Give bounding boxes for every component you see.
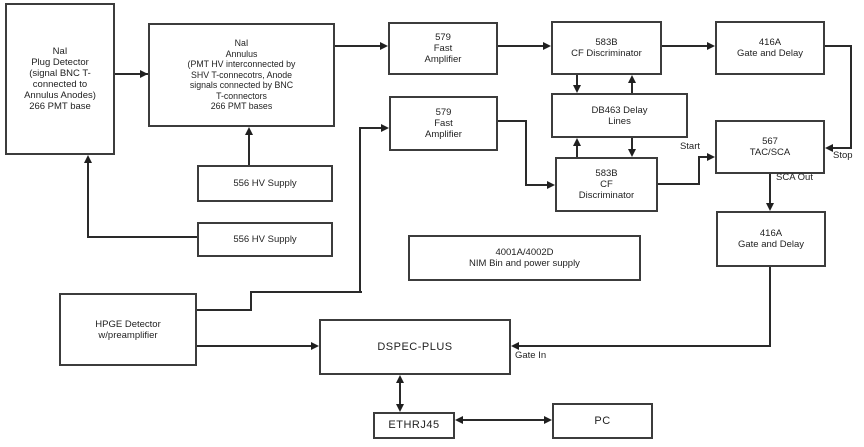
fast-amplifier-2-label: 579 Fast Amplifier bbox=[425, 107, 462, 140]
connector-gatedelay1-stop-h2 bbox=[833, 147, 851, 149]
connector-gatedelay1-stop-v bbox=[850, 45, 852, 149]
connector-hvsupply1-to-annulus bbox=[248, 133, 250, 165]
nai-annulus-label: NaI Annulus (PMT HV interconnected by SH… bbox=[187, 38, 296, 112]
connector-cfdisc2-to-db463 bbox=[576, 146, 578, 157]
connector-hpge-to-fastamp2-v1 bbox=[250, 291, 252, 311]
ethrj45-label: ETHRJ45 bbox=[388, 419, 440, 431]
arrowhead-dspec-to-ethrj45 bbox=[396, 404, 404, 412]
connector-gatedelay2-gatein-v bbox=[769, 267, 771, 347]
connector-gatedelay1-stop-h1 bbox=[825, 45, 852, 47]
pc-label: PC bbox=[594, 414, 611, 427]
box-gate-and-delay-1: 416A Gate and Delay bbox=[715, 21, 825, 75]
cf-discriminator-1-label: 583B CF Discriminator bbox=[571, 37, 642, 59]
fast-amplifier-1-label: 579 Fast Amplifier bbox=[424, 32, 462, 65]
connector-cfdisc1-to-db463 bbox=[576, 75, 578, 86]
arrowhead-tacsca-to-gatedelay2 bbox=[766, 203, 774, 211]
connector-db463-to-cfdisc2 bbox=[631, 138, 633, 150]
connector-tacsca-to-gatedelay2 bbox=[769, 174, 771, 204]
connector-plug-to-annulus bbox=[115, 73, 148, 75]
arrowhead-pc-to-ethrj45 bbox=[455, 416, 463, 424]
arrowhead-gatein-into-dspec bbox=[511, 342, 519, 350]
arrowhead-ethrj45-to-pc bbox=[544, 416, 552, 424]
connector-cfdisc2-start-v bbox=[698, 156, 700, 185]
connector-hpge-to-fastamp2-h3 bbox=[359, 127, 382, 129]
arrowhead-hvsupply1-to-annulus bbox=[245, 127, 253, 135]
box-hv-supply-1: 556 HV Supply bbox=[197, 165, 333, 202]
box-fast-amplifier-2: 579 Fast Amplifier bbox=[389, 96, 498, 151]
box-nim-bin: 4001A/4002D NIM Bin and power supply bbox=[408, 235, 641, 281]
connector-cfdisc2-start-h1 bbox=[658, 183, 700, 185]
arrowhead-start-into-tacsca bbox=[707, 153, 715, 161]
connector-hpge-to-fastamp2-h2 bbox=[250, 291, 362, 293]
arrowhead-stop-into-tacsca bbox=[825, 144, 833, 152]
nai-plug-detector-label: NaI Plug Detector (signal BNC T- connect… bbox=[24, 46, 96, 112]
connector-fastamp1-to-cfdisc1 bbox=[498, 45, 544, 47]
connector-cfdisc1-to-gatedelay1 bbox=[662, 45, 708, 47]
arrowhead-db463-to-cfdisc1 bbox=[628, 75, 636, 83]
nim-bin-label: 4001A/4002D NIM Bin and power supply bbox=[469, 247, 580, 269]
box-ethrj45: ETHRJ45 bbox=[373, 412, 455, 439]
connector-hvsupply2-to-plug-h bbox=[88, 236, 197, 238]
box-cf-discriminator-1: 583B CF Discriminator bbox=[551, 21, 662, 75]
connector-hpge-to-fastamp2-v2 bbox=[359, 127, 361, 293]
arrowhead-cfdisc1-to-db463 bbox=[573, 85, 581, 93]
hv-supply-2-label: 556 HV Supply bbox=[233, 234, 297, 245]
connector-gatedelay2-gatein-h bbox=[519, 345, 771, 347]
box-nai-plug-detector: NaI Plug Detector (signal BNC T- connect… bbox=[5, 3, 115, 155]
gate-and-delay-1-label: 416A Gate and Delay bbox=[736, 37, 803, 59]
arrowhead-fastamp2-to-cfdisc2 bbox=[547, 181, 555, 189]
connector-db463-to-cfdisc1 bbox=[631, 82, 633, 93]
arrowhead-hvsupply2-to-plug bbox=[84, 155, 92, 163]
box-dspec-plus: DSPEC-PLUS bbox=[319, 319, 511, 375]
connector-ethrj45-pc bbox=[463, 419, 545, 421]
dspec-plus-label: DSPEC-PLUS bbox=[377, 340, 453, 353]
hv-supply-1-label: 556 HV Supply bbox=[233, 178, 297, 189]
box-pc: PC bbox=[552, 403, 653, 439]
arrowhead-plug-to-annulus bbox=[140, 70, 148, 78]
connector-fastamp2-to-cfdisc2-v bbox=[525, 120, 527, 186]
box-tac-sca: 567 TAC/SCA bbox=[715, 120, 825, 174]
hpge-detector-label: HPGE Detector w/preamplifier bbox=[95, 318, 161, 341]
arrowhead-hpge-to-dspec bbox=[311, 342, 319, 350]
label-sca-out: SCA Out bbox=[776, 172, 813, 183]
arrowhead-ethrj45-to-dspec bbox=[396, 375, 404, 383]
connector-hpge-to-dspec bbox=[197, 345, 312, 347]
arrowhead-cfdisc1-to-gatedelay1 bbox=[707, 42, 715, 50]
label-stop: Stop bbox=[833, 150, 853, 161]
arrowhead-cfdisc2-to-db463 bbox=[573, 138, 581, 146]
box-cf-discriminator-2: 583B CF Discriminator bbox=[555, 157, 658, 212]
arrowhead-annulus-to-fastamp1 bbox=[380, 42, 388, 50]
tac-sca-label: 567 TAC/SCA bbox=[749, 136, 791, 158]
connector-annulus-to-fastamp1 bbox=[335, 45, 381, 47]
cf-discriminator-2-label: 583B CF Discriminator bbox=[578, 168, 635, 201]
box-nai-annulus: NaI Annulus (PMT HV interconnected by SH… bbox=[148, 23, 335, 127]
box-db463-delay-lines: DB463 Delay Lines bbox=[551, 93, 688, 138]
label-start: Start bbox=[679, 141, 700, 152]
arrowhead-db463-to-cfdisc2 bbox=[628, 149, 636, 157]
box-gate-and-delay-2: 416A Gate and Delay bbox=[716, 211, 826, 267]
box-fast-amplifier-1: 579 Fast Amplifier bbox=[388, 22, 498, 75]
connector-fastamp2-to-cfdisc2-h1 bbox=[498, 120, 527, 122]
connector-fastamp2-to-cfdisc2-h2 bbox=[525, 184, 548, 186]
connector-dspec-ethrj45 bbox=[399, 381, 401, 406]
label-gate-in: Gate In bbox=[515, 350, 547, 361]
db463-delay-lines-label: DB463 Delay Lines bbox=[591, 104, 648, 127]
box-hpge-detector: HPGE Detector w/preamplifier bbox=[59, 293, 197, 366]
connector-hvsupply2-to-plug-v bbox=[87, 161, 89, 238]
arrowhead-fastamp1-to-cfdisc1 bbox=[543, 42, 551, 50]
gate-and-delay-2-label: 416A Gate and Delay bbox=[737, 228, 804, 250]
box-hv-supply-2: 556 HV Supply bbox=[197, 222, 333, 257]
connector-hpge-to-fastamp2-h1 bbox=[197, 309, 252, 311]
arrowhead-hpge-to-fastamp2 bbox=[381, 124, 389, 132]
connector-cfdisc2-start-h2 bbox=[698, 156, 708, 158]
